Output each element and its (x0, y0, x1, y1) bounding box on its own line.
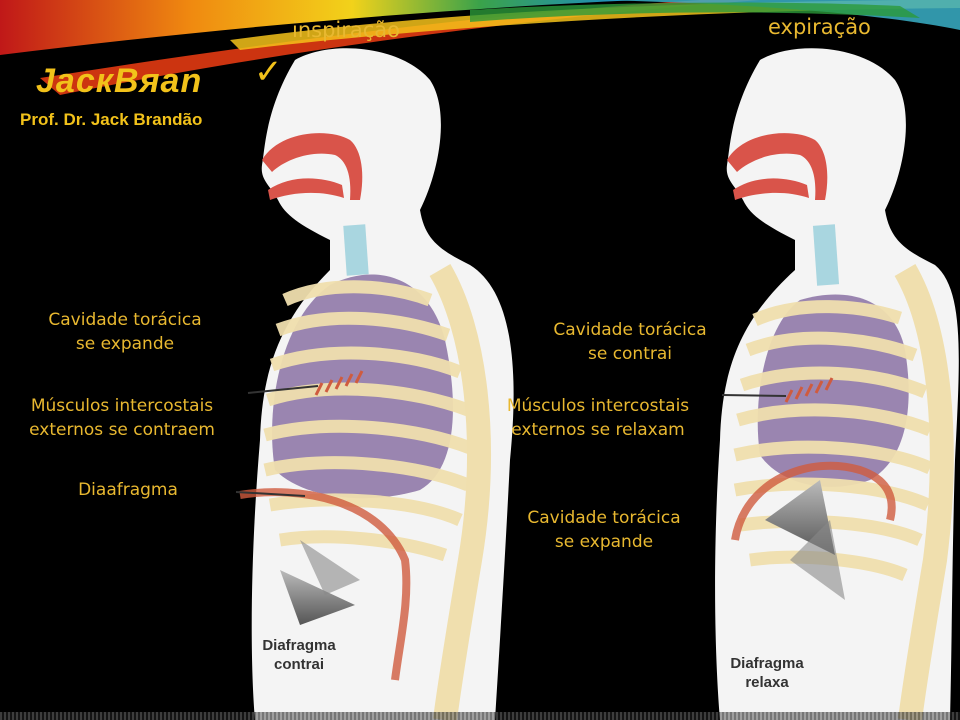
spine (429, 263, 491, 720)
intercostal-muscles (784, 377, 834, 403)
ribcage (263, 280, 473, 562)
author-name: Prof. Dr. Jack Brandão (20, 110, 203, 129)
down-arrow (280, 570, 355, 625)
inspiration-figure (235, 48, 514, 720)
inspiration-diaphragm-label: Diaafragma (78, 480, 178, 500)
decorative-swoosh (0, 0, 960, 95)
bottom-border (0, 712, 960, 720)
muscle-pointer-line (247, 385, 319, 394)
expiration-title: expiração (768, 15, 871, 39)
trachea (812, 224, 840, 286)
diaphragm-muscle (731, 461, 896, 541)
brand-logo: JacкBяan (36, 62, 203, 100)
nasal-airway (262, 133, 363, 200)
muscle-pointer-line (721, 394, 787, 397)
ribcage (733, 300, 933, 582)
intercostal-muscles (314, 370, 364, 396)
check-icon: ✓ (254, 53, 283, 91)
spine (894, 263, 954, 720)
diaphragm-muscle (239, 488, 411, 681)
diaphragm-pointer-line (235, 491, 306, 497)
inspiration-title: inspiração (292, 18, 401, 42)
expiration-figure (715, 48, 959, 720)
trachea (343, 224, 369, 276)
